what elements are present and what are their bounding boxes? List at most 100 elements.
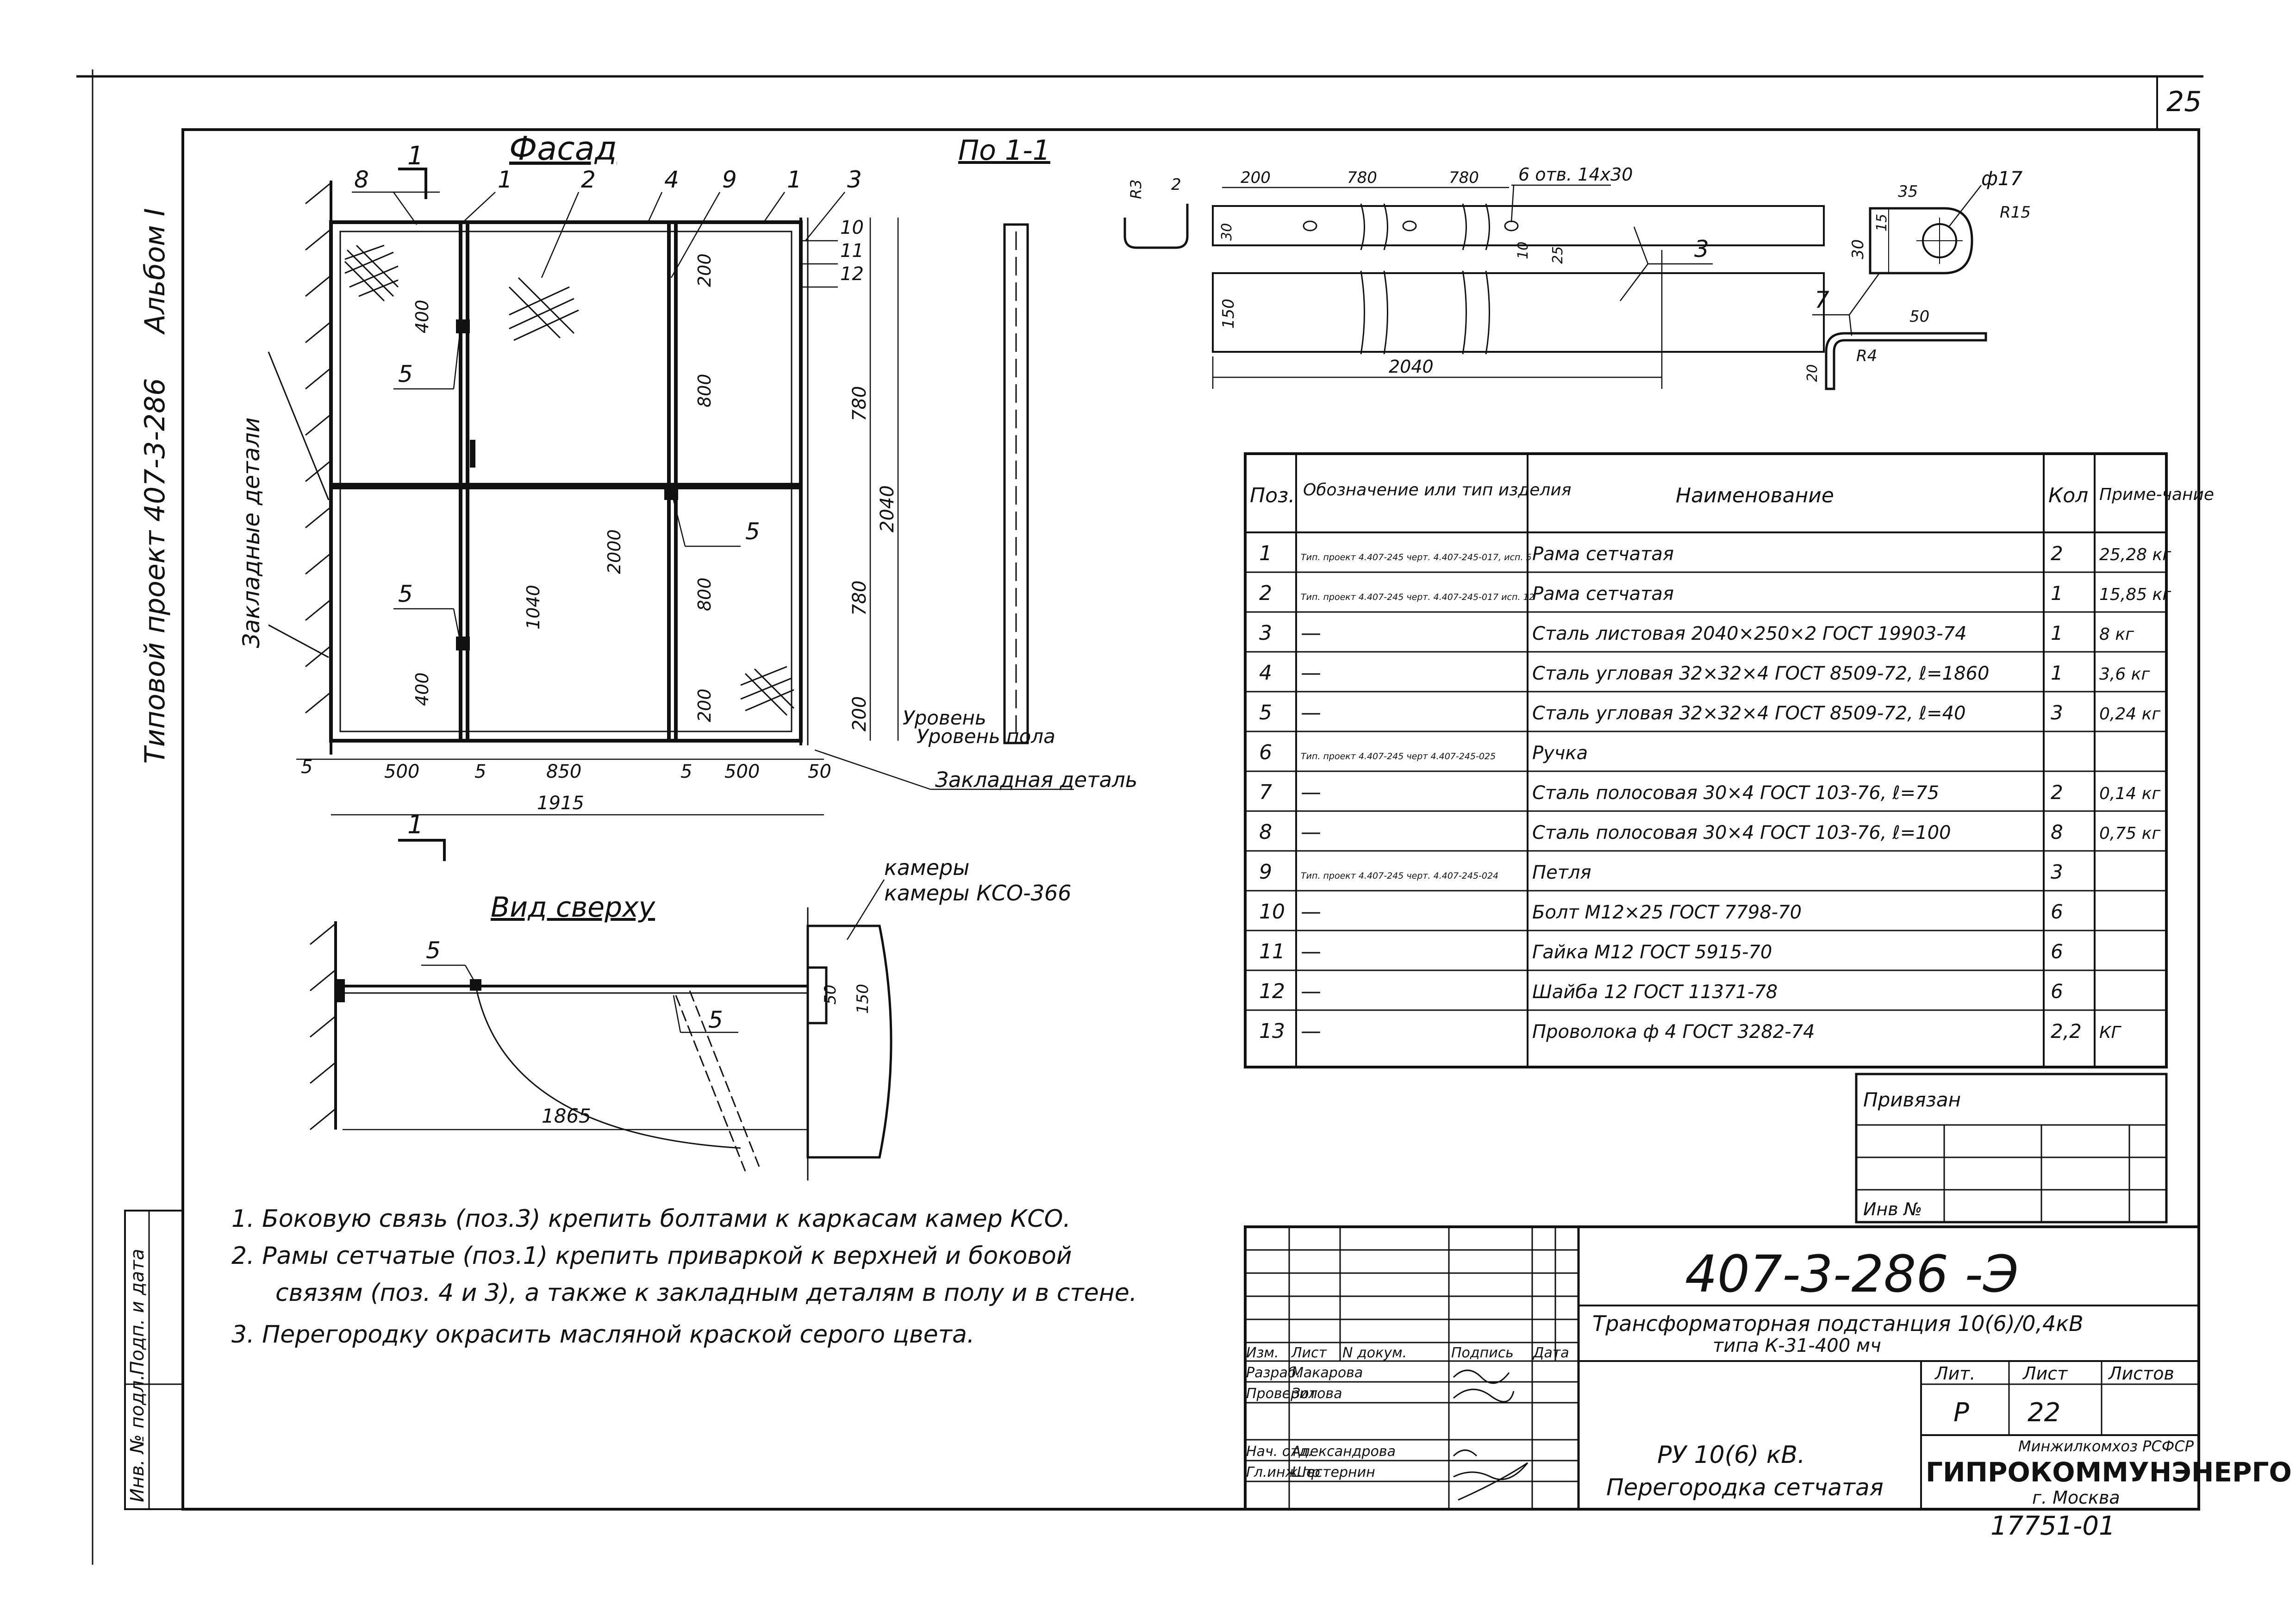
strip-dim-2040: 2040: [1389, 356, 1434, 377]
spec-row-designation: —: [1301, 1019, 1321, 1043]
tb-name-1-line: РУ 10(6) кВ.: [1657, 1441, 1805, 1469]
note-2-cont: связям (поз. 4 и 3), а также к закладным…: [275, 1279, 1137, 1307]
tb-col-izm: Изм.: [1246, 1345, 1279, 1361]
tb-sheet: 22: [2028, 1398, 2060, 1428]
spec-row-qty: 6: [2051, 940, 2063, 963]
spec-row-pos: 13: [1259, 1019, 1285, 1043]
tb-sheet-label: Лист: [2022, 1363, 2068, 1384]
tb-col-date: Дата: [1532, 1345, 1569, 1361]
spec-header-designation: Обозначение или тип изделия: [1303, 481, 1571, 500]
dim-right-total: 2040: [877, 485, 898, 532]
spec-row-designation: Тип. проект 4.407-245 черт 4.407-245-025: [1301, 751, 1496, 762]
strip-dim-200: 200: [1241, 169, 1271, 187]
lug-dim-r4: R4: [1856, 347, 1877, 365]
strip-dim-780b: 780: [1449, 169, 1479, 187]
lug-dim-r15: R15: [2000, 203, 2031, 222]
spec-row-designation: Тип. проект 4.407-245 черт. 4.407-245-01…: [1301, 552, 1532, 562]
chambers-label: камеры КСО-366: [884, 881, 1072, 906]
facade-callout-11: 11: [840, 240, 864, 262]
lug-detail: 35 ф17 R15 30 15 50 20 R4 7: [1804, 167, 2031, 390]
section-mark-top: 1: [407, 141, 424, 170]
dim-right-3: 200: [849, 696, 870, 731]
facade-callout-8: 8: [354, 166, 369, 193]
tb-sheets-label: Листов: [2108, 1363, 2174, 1384]
lug-dim-15: 15: [1874, 214, 1890, 231]
tb-city: г. Москва: [2032, 1487, 2120, 1508]
title-block: Изм. Лист N докум. Подпись Дата Разраб. …: [1244, 1225, 2292, 1511]
spec-row-qty: 6: [2051, 980, 2063, 1003]
spec-row-name: Сталь полосовая 30×4 ГОСТ 103-76, ℓ=100: [1532, 822, 1951, 843]
page-number: 25: [2166, 86, 2202, 118]
spec-row-qty: 1: [2051, 582, 2063, 605]
spec-row-note: 3,6 кг: [2099, 665, 2150, 684]
facade-callout-2: 2: [581, 166, 596, 193]
stamp-inv-label: Инв. № подл.: [127, 1374, 148, 1502]
spec-row-pos: 4: [1259, 661, 1272, 685]
spec-header-pos: Поз.: [1250, 484, 1295, 507]
spec-rows: 1 Тип. проект 4.407-245 черт. 4.407-245-0…: [1259, 542, 2171, 1043]
spec-row-qty: 3: [2051, 701, 2063, 724]
lug-dim-50: 50: [1909, 307, 1929, 326]
stamp-sign-label: Подп. и дата: [127, 1249, 148, 1375]
tb-name-3: Александрова: [1291, 1443, 1396, 1460]
section-mark-bottom: 1: [407, 810, 424, 839]
spec-row-designation: —: [1301, 661, 1321, 685]
section-title: По 1-1: [958, 134, 1050, 167]
tb-role-4: Гл.инж.пр: [1246, 1464, 1320, 1480]
spec-row-name: Шайба 12 ГОСТ 11371-78: [1532, 981, 1778, 1003]
top-view-dim-150: 150: [854, 984, 872, 1014]
dim-inner-2: 200: [694, 253, 715, 287]
facade-callout-10: 10: [840, 217, 864, 238]
strip-dim-30: 30: [1219, 223, 1235, 241]
spec-row-pos: 7: [1259, 781, 1272, 804]
tb-org: ГИПРОКОММУНЭНЕРГО: [1926, 1456, 2292, 1488]
dim-bottom-6: 500: [724, 761, 760, 782]
spec-row-qty: 1: [2051, 622, 2063, 644]
dim-bottom-1: 5: [301, 756, 312, 778]
chambers-label-1: камеры: [884, 855, 970, 880]
spec-row-qty: 2: [2051, 542, 2063, 565]
top-view-title: Вид сверху: [491, 891, 656, 924]
project-label: Типовой проект 407-3-286: [139, 378, 171, 764]
lug-dim-35: 35: [1898, 182, 1918, 201]
facade-callout-1b: 1: [787, 166, 802, 193]
dim-bottom-3: 5: [474, 761, 486, 782]
spec-row-designation: —: [1301, 621, 1321, 645]
spec-row-pos: 3: [1259, 621, 1272, 645]
spec-row-designation: —: [1301, 900, 1321, 924]
drawing-frame: [181, 128, 2200, 1511]
spec-row-note: 0,24 кг: [2099, 705, 2161, 724]
strip-dim-r3: R3: [1127, 179, 1145, 199]
dim-inner-7: 400: [412, 672, 432, 706]
spec-row-pos: 10: [1259, 900, 1285, 924]
spec-row-pos: 2: [1259, 581, 1272, 605]
facade-callout-9: 9: [722, 166, 737, 193]
dim-bottom-7: 50: [808, 761, 831, 782]
lug-dim-d17: ф17: [1981, 167, 2023, 190]
lug-dim-30: 30: [1849, 239, 1867, 259]
strip-holes-label: 6 отв. 14х30: [1518, 164, 1633, 185]
tb-col-doc: N докум.: [1342, 1345, 1407, 1361]
spec-row-name: Сталь угловая 32×32×4 ГОСТ 8509-72, ℓ=18…: [1532, 663, 1989, 684]
spec-row-designation: —: [1301, 980, 1321, 1003]
spec-row-pos: 12: [1259, 980, 1285, 1003]
dim-inner-6: 1040: [523, 585, 543, 630]
tb-name-2-line: Перегородка сетчатая: [1606, 1474, 1884, 1501]
spec-row-designation: —: [1301, 701, 1321, 725]
tb-org-top: Минжилкомхоз РСФСР: [2018, 1437, 2194, 1455]
strip-callout-3: 3: [1694, 236, 1709, 262]
floor-level-label: Уровень пола: [917, 725, 1055, 748]
dim-bottom-2: 500: [384, 761, 419, 782]
spec-header-qty: Кол: [2048, 484, 2088, 507]
spec-row-pos: 6: [1259, 741, 1272, 764]
spec-row-pos: 9: [1259, 860, 1272, 884]
dim-inner-8: 200: [694, 688, 715, 722]
facade-view: Фасад Закладные детали: [238, 130, 1137, 861]
top-view-callout-5a: 5: [426, 937, 441, 964]
doc-number: 17751-01: [1990, 1511, 2115, 1541]
note-2: 2. Рамы сетчатые (поз.1) крепить приварк…: [231, 1242, 1072, 1270]
spec-row-note: 15,85 кг: [2099, 585, 2171, 604]
tb-lit-label: Лит.: [1934, 1363, 1976, 1384]
tb-col-list: Лист: [1291, 1345, 1328, 1361]
note-3: 3. Перегородку окрасить масляной краской…: [231, 1321, 974, 1349]
